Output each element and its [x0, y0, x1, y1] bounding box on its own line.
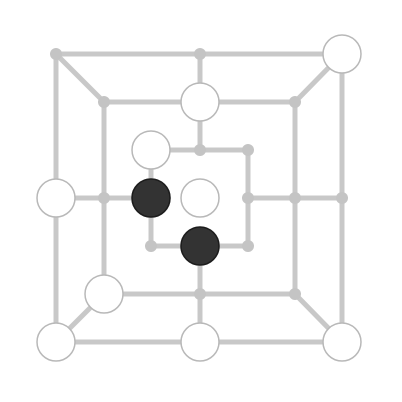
white-piece-b2[interactable]	[84, 274, 124, 314]
board-point-d5[interactable]	[194, 144, 206, 156]
board-point-f4[interactable]	[289, 192, 301, 204]
board-point-e5[interactable]	[242, 144, 254, 156]
board-point-d7[interactable]	[194, 48, 206, 60]
black-piece-c4b[interactable]	[131, 178, 171, 218]
board-point-e4[interactable]	[242, 192, 254, 204]
pieces	[36, 34, 362, 362]
board-point-b6[interactable]	[98, 96, 110, 108]
white-piece-a4[interactable]	[36, 178, 76, 218]
black-piece-d3[interactable]	[180, 226, 220, 266]
white-piece-d6[interactable]	[180, 82, 220, 122]
white-piece-d1[interactable]	[180, 322, 220, 362]
board-point-f2[interactable]	[289, 288, 301, 300]
white-piece-a1[interactable]	[36, 322, 76, 362]
board-point-c3[interactable]	[145, 240, 157, 252]
board-line-a7-b6	[53, 51, 107, 105]
board-point-a7[interactable]	[50, 48, 62, 60]
white-piece-c5[interactable]	[131, 130, 171, 170]
board-point-e3[interactable]	[242, 240, 254, 252]
white-piece-g7[interactable]	[322, 34, 362, 74]
board-point-b4[interactable]	[98, 192, 110, 204]
board-point-g4[interactable]	[336, 192, 348, 204]
board-point-f6[interactable]	[289, 96, 301, 108]
white-piece-d4[interactable]	[180, 178, 220, 218]
board-point-d2[interactable]	[194, 288, 206, 300]
white-piece-g1[interactable]	[322, 322, 362, 362]
